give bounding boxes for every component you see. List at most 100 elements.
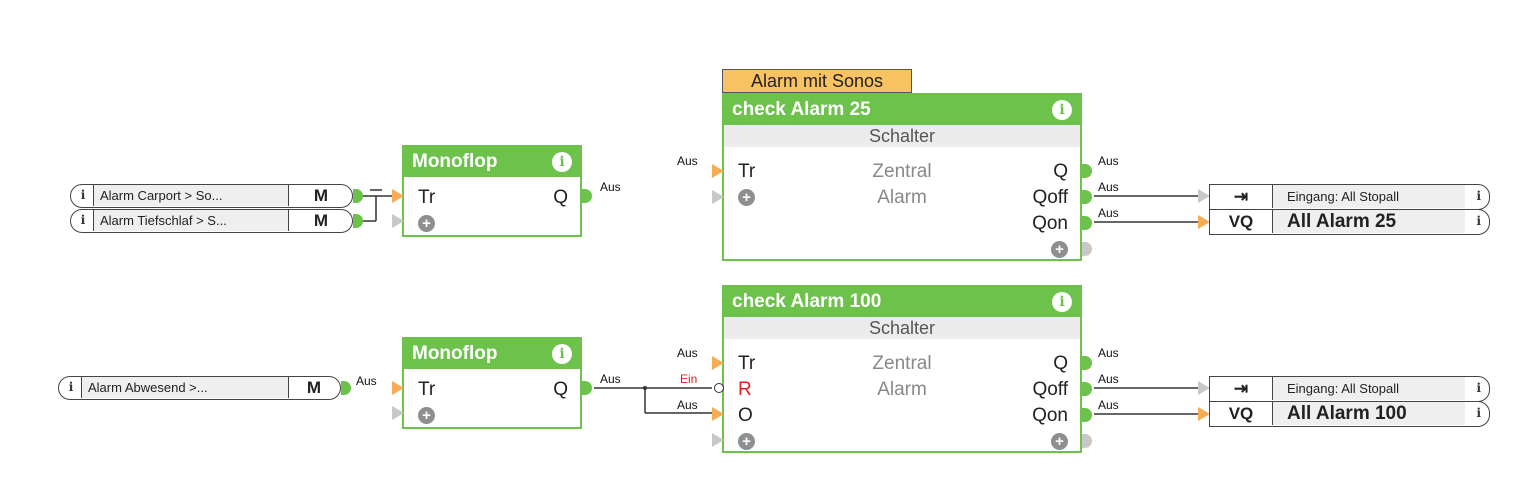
output-port[interactable] (341, 381, 351, 395)
value-label: Aus (1098, 154, 1119, 168)
info-icon[interactable]: i (68, 380, 74, 394)
monoflop-block-2[interactable]: Monoflop i Tr Q + (402, 337, 582, 429)
check-alarm-25-block[interactable]: check Alarm 25 i Schalter Tr Zentral Q +… (722, 93, 1082, 261)
add-input-icon[interactable]: + (738, 433, 755, 451)
input-port[interactable] (392, 381, 404, 395)
input-port[interactable] (712, 407, 724, 421)
value-label: Ein (680, 372, 698, 386)
value-label: Aus (1098, 206, 1119, 220)
port-row: Qon (724, 211, 1080, 237)
input-port[interactable] (1198, 189, 1210, 203)
input-alarm-carport[interactable]: i Alarm Carport > So... M (70, 184, 353, 208)
mode-badge: M (313, 186, 329, 205)
input-port[interactable] (1198, 407, 1210, 421)
value-label: Aus (677, 346, 698, 360)
output-port[interactable] (1082, 242, 1092, 256)
output-qoff-label: Qoff (1032, 187, 1068, 208)
add-output-icon[interactable]: + (1051, 433, 1068, 451)
output-q-label: Q (1053, 353, 1068, 374)
input-port[interactable] (392, 189, 404, 203)
mode-badge: M (313, 211, 329, 230)
output-all-alarm-25[interactable]: VQ All Alarm 25 i (1209, 209, 1490, 235)
block-title: check Alarm 100 (732, 291, 882, 312)
input-alarm-abwesend[interactable]: i Alarm Abwesend >... M (58, 376, 341, 400)
output-q-label: Q (1053, 161, 1068, 182)
group-label[interactable]: Alarm mit Sonos (722, 69, 912, 93)
input-port[interactable] (712, 356, 724, 370)
input-tr-label: Tr (418, 187, 436, 208)
param-zentral: Zentral (872, 353, 932, 374)
output-port[interactable] (353, 189, 363, 203)
input-port[interactable] (712, 190, 724, 204)
port-row: Tr Zentral Q (724, 351, 1080, 377)
output-eingang-stopall-1[interactable]: ⇥ Eingang: All Stopall i (1209, 184, 1490, 210)
add-input-icon[interactable]: + (418, 215, 435, 233)
output-port[interactable] (1082, 408, 1092, 422)
value-label: Aus (1098, 372, 1119, 386)
add-row: + + (724, 429, 1080, 455)
block-header[interactable]: check Alarm 25 i (724, 95, 1080, 125)
output-qoff-label: Qoff (1032, 379, 1068, 400)
info-icon[interactable]: i (1052, 292, 1072, 312)
block-header[interactable]: Monoflop i (404, 147, 580, 177)
value-label: Aus (356, 374, 377, 388)
input-port[interactable] (1198, 215, 1210, 229)
input-port[interactable] (392, 406, 404, 420)
output-port[interactable] (1082, 190, 1092, 204)
info-icon[interactable]: i (1476, 214, 1481, 228)
input-port[interactable] (712, 164, 724, 178)
output-port[interactable] (1082, 356, 1092, 370)
block-title: Monoflop (412, 343, 498, 364)
block-title: Monoflop (412, 151, 498, 172)
output-label: All Alarm 100 (1273, 402, 1465, 425)
info-icon[interactable]: i (1476, 381, 1481, 395)
output-label: All Alarm 25 (1273, 210, 1465, 233)
input-label: Alarm Carport > So... (93, 185, 289, 206)
param-alarm: Alarm (877, 187, 927, 208)
output-port[interactable] (353, 214, 363, 228)
add-row: + (404, 211, 580, 237)
block-header[interactable]: check Alarm 100 i (724, 287, 1080, 317)
negated-input-port[interactable] (714, 383, 724, 393)
input-alarm-tiefschlaf[interactable]: i Alarm Tiefschlaf > S... M (70, 209, 353, 233)
output-eingang-stopall-2[interactable]: ⇥ Eingang: All Stopall i (1209, 376, 1490, 402)
info-icon[interactable]: i (1476, 406, 1481, 420)
block-header[interactable]: Monoflop i (404, 339, 580, 369)
block-title: check Alarm 25 (732, 99, 871, 120)
output-port[interactable] (582, 189, 592, 203)
output-port[interactable] (1082, 434, 1092, 448)
input-port[interactable] (1198, 381, 1210, 395)
output-label: Eingang: All Stopall (1273, 185, 1465, 208)
port-row: Tr Q (404, 377, 580, 403)
output-port[interactable] (1082, 216, 1092, 230)
input-port[interactable] (392, 214, 404, 228)
output-port[interactable] (582, 381, 592, 395)
info-icon[interactable]: i (1052, 100, 1072, 120)
port-row: R Alarm Qoff (724, 377, 1080, 403)
info-icon[interactable]: i (552, 344, 572, 364)
output-label: Eingang: All Stopall (1273, 377, 1465, 400)
block-subtitle: Schalter (724, 125, 1080, 147)
info-icon[interactable]: i (1476, 189, 1481, 203)
block-subtitle: Schalter (724, 317, 1080, 339)
param-alarm: Alarm (877, 379, 927, 400)
port-row: O Qon (724, 403, 1080, 429)
input-port[interactable] (712, 433, 724, 447)
monoflop-block-1[interactable]: Monoflop i Tr Q + (402, 145, 582, 237)
add-input-icon[interactable]: + (738, 189, 755, 207)
output-port[interactable] (1082, 164, 1092, 178)
info-icon[interactable]: i (80, 213, 86, 227)
check-alarm-100-block[interactable]: check Alarm 100 i Schalter Tr Zentral Q … (722, 285, 1082, 453)
port-row: Tr Q (404, 185, 580, 211)
output-qon-label: Qon (1032, 405, 1068, 426)
add-output-icon[interactable]: + (1051, 241, 1068, 259)
output-port[interactable] (1082, 382, 1092, 396)
add-input-icon[interactable]: + (418, 407, 435, 425)
info-icon[interactable]: i (80, 188, 86, 202)
output-all-alarm-100[interactable]: VQ All Alarm 100 i (1209, 401, 1490, 427)
param-zentral: Zentral (872, 161, 932, 182)
info-icon[interactable]: i (552, 152, 572, 172)
input-tr-label: Tr (418, 379, 436, 400)
vq-label: VQ (1210, 210, 1273, 233)
